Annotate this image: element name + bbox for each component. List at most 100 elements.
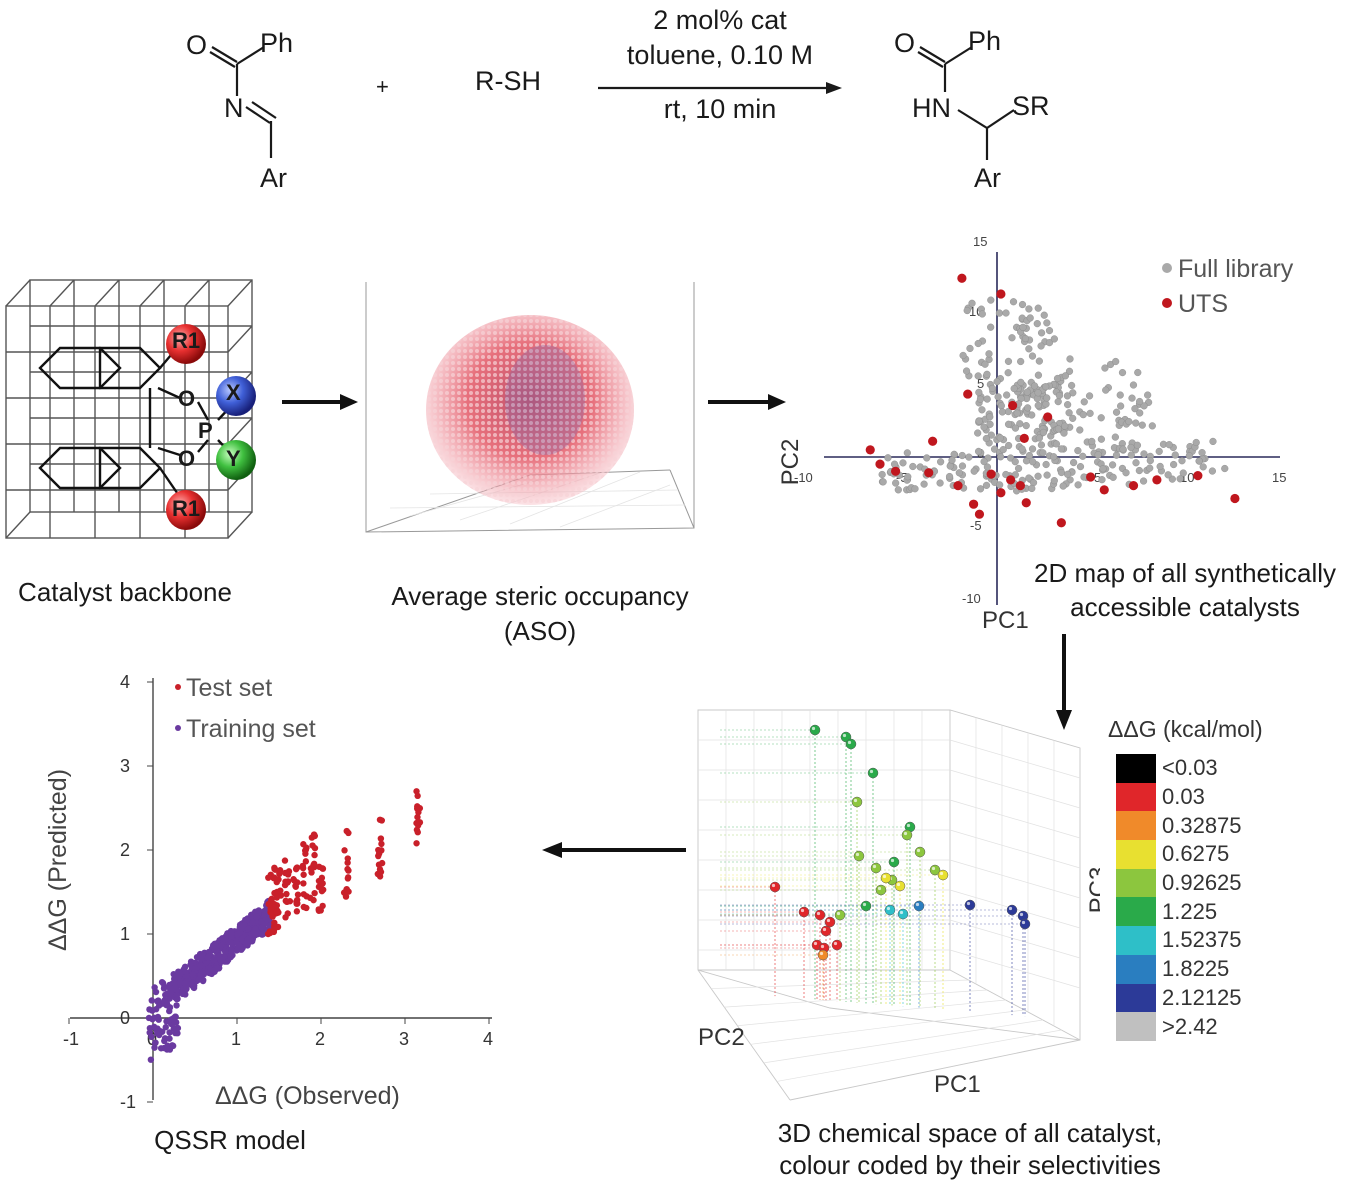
- full-library-point: [1128, 394, 1136, 402]
- training-point: [250, 929, 257, 936]
- uts-point: [986, 469, 996, 479]
- training-point: [181, 980, 188, 987]
- full-library-point: [1117, 402, 1125, 410]
- pca-2d-map-plot: 15 10 5 0 -5 -10 -10 -5 5 10 15 PC1 PC2 …: [777, 234, 1294, 634]
- training-point: [189, 971, 196, 978]
- y-tick-neg5: -5: [970, 518, 982, 533]
- training-point: [197, 955, 205, 963]
- catalyst-point-3d: [913, 900, 925, 912]
- product-phenyl: Ph: [968, 26, 1002, 56]
- full-library-point: [1008, 334, 1016, 342]
- full-library-point: [982, 481, 991, 489]
- catalyst-point-highlight: [811, 726, 816, 731]
- x-label: X: [226, 380, 241, 405]
- full-library-point: [1035, 357, 1043, 365]
- full-library-point: [1025, 345, 1033, 353]
- full-library-point: [948, 456, 956, 464]
- y-tick-15: 15: [973, 234, 987, 249]
- training-point: [166, 985, 174, 992]
- full-library-point: [1133, 441, 1142, 449]
- aso-cube: [365, 282, 695, 533]
- full-library-point: [1043, 471, 1051, 479]
- full-library-point: [1112, 408, 1121, 416]
- full-library-point: [1199, 463, 1207, 471]
- full-library-point: [1070, 458, 1078, 467]
- x-tick-neg10: -10: [794, 470, 813, 485]
- test-point: [277, 892, 285, 899]
- uts-point: [996, 289, 1006, 299]
- full-library-point: [1185, 452, 1193, 460]
- full-library-point: [1085, 392, 1094, 400]
- training-point: [147, 1056, 155, 1063]
- test-point: [311, 889, 318, 897]
- catalyst-point-highlight: [890, 858, 895, 863]
- uts-point: [974, 509, 985, 519]
- full-library-point: [1034, 371, 1043, 379]
- catalyst-point-3d: [853, 850, 865, 862]
- full-library-point: [986, 420, 994, 428]
- catalyst-point-highlight: [819, 951, 824, 956]
- full-library-point: [1109, 473, 1117, 481]
- full-library-point: [1013, 409, 1021, 417]
- training-point: [200, 968, 208, 975]
- condition-solvent: toluene, 0.10 M: [626, 40, 814, 70]
- ddg-scale-entry: 0.32875: [1116, 811, 1242, 841]
- full-library-point: [1057, 468, 1066, 477]
- training-point: [217, 956, 224, 964]
- catalyst-point-3d: [1006, 904, 1018, 916]
- uts-point: [1099, 485, 1109, 495]
- full-library-point: [1069, 414, 1077, 422]
- y-tick-5: 5: [977, 376, 984, 391]
- full-library-point: [978, 310, 986, 318]
- full-library-point: [986, 413, 994, 421]
- full-library-point: [1025, 305, 1033, 313]
- full-library-point: [1009, 298, 1018, 306]
- ddg-scale-swatch: [1116, 926, 1156, 955]
- qssr-y-tick: 2: [120, 840, 130, 860]
- catalyst-point-3d: [888, 856, 900, 868]
- full-library-point: [1025, 474, 1033, 482]
- full-library-point: [1045, 339, 1054, 347]
- catalyst-point-highlight: [855, 852, 860, 857]
- full-library-point: [1033, 320, 1041, 328]
- full-library-point: [1028, 445, 1037, 453]
- catalyst-point-3d: [1019, 918, 1031, 930]
- training-point: [154, 1013, 162, 1021]
- catalyst-point-3d: [901, 829, 913, 841]
- test-point: [271, 919, 278, 926]
- qssr-x-tick: 1: [231, 1029, 241, 1049]
- test-point: [318, 887, 326, 895]
- pc2-3d-axis-label: PC2: [698, 1024, 745, 1051]
- ddg-scale-entry: 1.8225: [1116, 954, 1242, 984]
- ddg-scale-label: >2.42: [1162, 1013, 1218, 1039]
- map2d-caption-line1: 2D map of all synthetically: [1033, 558, 1337, 588]
- full-library-point: [1122, 469, 1130, 477]
- legend-test-marker: [175, 684, 181, 690]
- full-library-point: [1022, 422, 1030, 430]
- ddg-scale-swatch: [1116, 840, 1156, 869]
- o-bottom-label: O: [178, 446, 196, 471]
- catalyst-point-highlight: [966, 901, 971, 906]
- ddg-scale-swatch: [1116, 954, 1156, 984]
- imine-nitrogen: N: [224, 93, 244, 123]
- product-thioether: SR: [1012, 91, 1050, 121]
- full-library-point: [1165, 441, 1173, 449]
- catalyst-point-3d: [769, 881, 781, 893]
- pc2-axis-label: PC2: [777, 439, 804, 486]
- full-library-point: [1097, 414, 1105, 422]
- qssr-y-tick: 1: [120, 924, 130, 944]
- qssr-y-tick: 3: [120, 756, 130, 776]
- catalyst-point-3d: [831, 939, 843, 951]
- training-point: [171, 975, 178, 983]
- ddg-scale-entry: 0.6275: [1116, 840, 1242, 869]
- test-point: [311, 851, 318, 859]
- training-point: [161, 1035, 169, 1042]
- test-point: [264, 930, 272, 938]
- ddg-scale-label: 0.92625: [1162, 870, 1242, 896]
- test-point: [271, 865, 278, 873]
- full-library-point: [1054, 425, 1062, 433]
- full-library-point: [990, 445, 999, 453]
- full-library-point: [894, 486, 902, 494]
- full-library-point: [1004, 420, 1013, 428]
- ddg-scale-entry: 1.225: [1116, 897, 1242, 927]
